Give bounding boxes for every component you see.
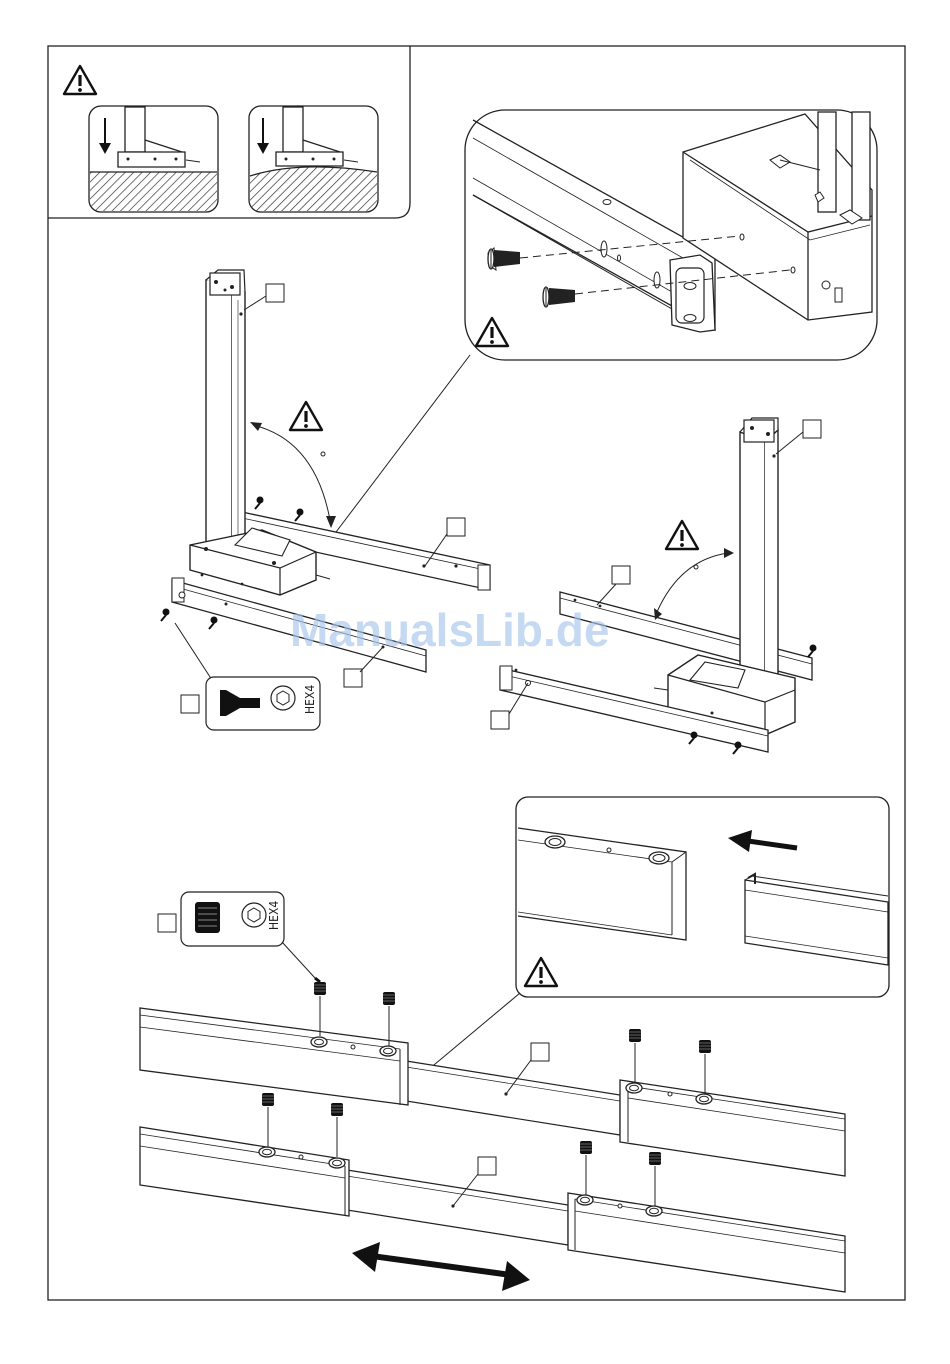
- double-arrow-icon: [352, 1242, 530, 1291]
- floor-warning-panel: [48, 46, 410, 218]
- warning-triangle-icon: [290, 402, 322, 430]
- beam-connection-detail: [465, 110, 877, 360]
- watermark: ManualsLib.de: [290, 604, 609, 656]
- floor-level-inset-left: [89, 106, 218, 212]
- set-screw-callout: HEX4: [158, 892, 315, 978]
- floor-level-inset-right: [249, 106, 378, 212]
- drive-label: HEX4: [303, 685, 317, 714]
- tube-insertion-detail: [410, 797, 889, 1085]
- warning-triangle-icon: [64, 66, 96, 94]
- right-leg-assembly: [491, 418, 821, 754]
- drive-label: HEX4: [267, 901, 281, 930]
- warning-triangle-icon: [666, 521, 698, 549]
